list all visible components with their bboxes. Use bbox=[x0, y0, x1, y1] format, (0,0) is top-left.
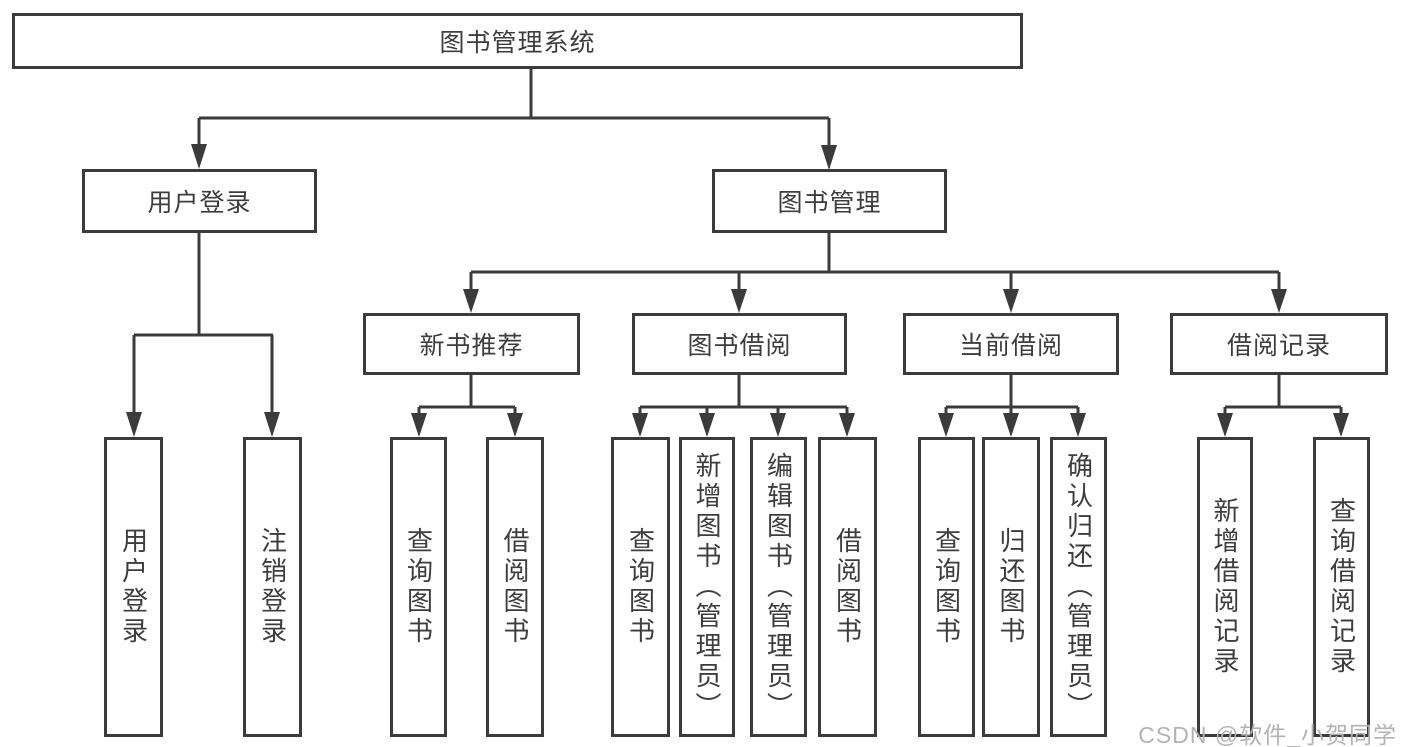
node-leaf-query-books-1: 查询图书 bbox=[390, 437, 447, 737]
arrowhead bbox=[1217, 413, 1233, 437]
arrowhead bbox=[938, 413, 954, 437]
arrowhead bbox=[1333, 413, 1349, 437]
arrowhead bbox=[1271, 289, 1287, 313]
node-book-management: 图书管理 bbox=[712, 169, 947, 233]
node-leaf-borrow-books-1: 借阅图书 bbox=[486, 437, 544, 737]
arrowhead bbox=[264, 412, 280, 437]
node-user-login: 用户登录 bbox=[82, 169, 317, 233]
arrowhead bbox=[1070, 413, 1086, 437]
arrowhead bbox=[699, 413, 715, 437]
arrowhead bbox=[770, 413, 786, 437]
node-leaf-borrow-books-2: 借阅图书 bbox=[818, 437, 877, 737]
node-current-borrowing: 当前借阅 bbox=[903, 313, 1119, 375]
node-leaf-query-borrow-record: 查询借阅记录 bbox=[1313, 437, 1370, 737]
arrowhead bbox=[632, 413, 648, 437]
node-leaf-add-borrow-record: 新增借阅记录 bbox=[1197, 437, 1253, 737]
node-leaf-return-books: 归还图书 bbox=[982, 437, 1040, 737]
arrowhead bbox=[821, 145, 837, 170]
connector-skeleton bbox=[134, 69, 1341, 409]
node-borrowing-records: 借阅记录 bbox=[1170, 313, 1388, 375]
node-leaf-add-books-admin: 新增图书（管理员） bbox=[679, 437, 735, 737]
arrowhead bbox=[1003, 413, 1019, 437]
arrowhead bbox=[191, 144, 207, 169]
watermark: CSDN @软件_小贺同学 bbox=[1138, 722, 1397, 747]
node-new-book-recommendation: 新书推荐 bbox=[363, 313, 580, 375]
node-leaf-query-books-3: 查询图书 bbox=[918, 437, 975, 737]
arrowhead bbox=[507, 413, 523, 437]
arrowhead bbox=[463, 289, 479, 313]
arrowhead bbox=[1003, 289, 1019, 313]
arrowhead bbox=[839, 413, 855, 437]
connector-arrow-shafts bbox=[132, 118, 1343, 417]
arrowhead bbox=[731, 289, 747, 313]
node-leaf-query-books-2: 查询图书 bbox=[611, 437, 670, 737]
arrowhead bbox=[126, 412, 142, 437]
node-leaf-user-login: 用户登录 bbox=[104, 437, 163, 737]
arrowhead bbox=[411, 413, 427, 437]
node-leaf-logout: 注销登录 bbox=[243, 437, 302, 737]
node-leaf-edit-books-admin: 编辑图书（管理员） bbox=[750, 437, 807, 737]
node-library-management-system: 图书管理系统 bbox=[12, 13, 1023, 69]
node-leaf-confirm-return-admin: 确认归还（管理员） bbox=[1050, 437, 1107, 737]
node-book-borrowing: 图书借阅 bbox=[632, 313, 847, 375]
